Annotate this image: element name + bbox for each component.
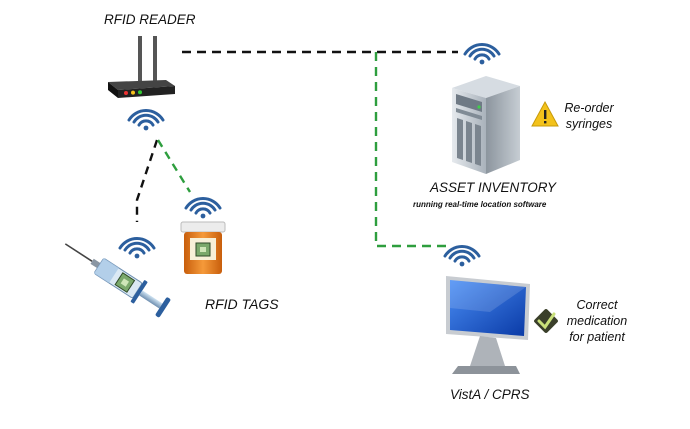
pill-bottle-icon [180, 221, 226, 274]
correct-medication-note: Correct medication for patient [566, 298, 628, 344]
link-reader-to-vista [374, 52, 448, 248]
rfid-reader-device [108, 36, 175, 98]
wifi-icon-bottle [184, 197, 222, 219]
vista-cprs-label: VistA / CPRS [450, 387, 530, 402]
wifi-icon-syringe [118, 237, 156, 259]
reorder-note: Re-order syringes [564, 101, 614, 131]
asset-inventory-subtitle: running real-time location software [413, 200, 547, 209]
rfid-reader-label: RFID READER [104, 12, 196, 27]
server-icon [452, 76, 520, 174]
link-reader-to-syringe [135, 139, 159, 222]
wifi-icon-vista [443, 245, 481, 267]
asset-inventory-label: ASSET INVENTORY [430, 180, 557, 195]
syringe-icon [64, 243, 171, 318]
wifi-icon-reader [127, 109, 165, 131]
monitor-icon [446, 276, 530, 374]
warning-icon [531, 100, 559, 127]
rfid-tags-label: RFID TAGS [205, 296, 279, 312]
link-reader-to-bottle [156, 139, 192, 193]
connection-lines [135, 50, 458, 248]
check-icon [534, 309, 558, 333]
wifi-icon-server [463, 43, 501, 65]
